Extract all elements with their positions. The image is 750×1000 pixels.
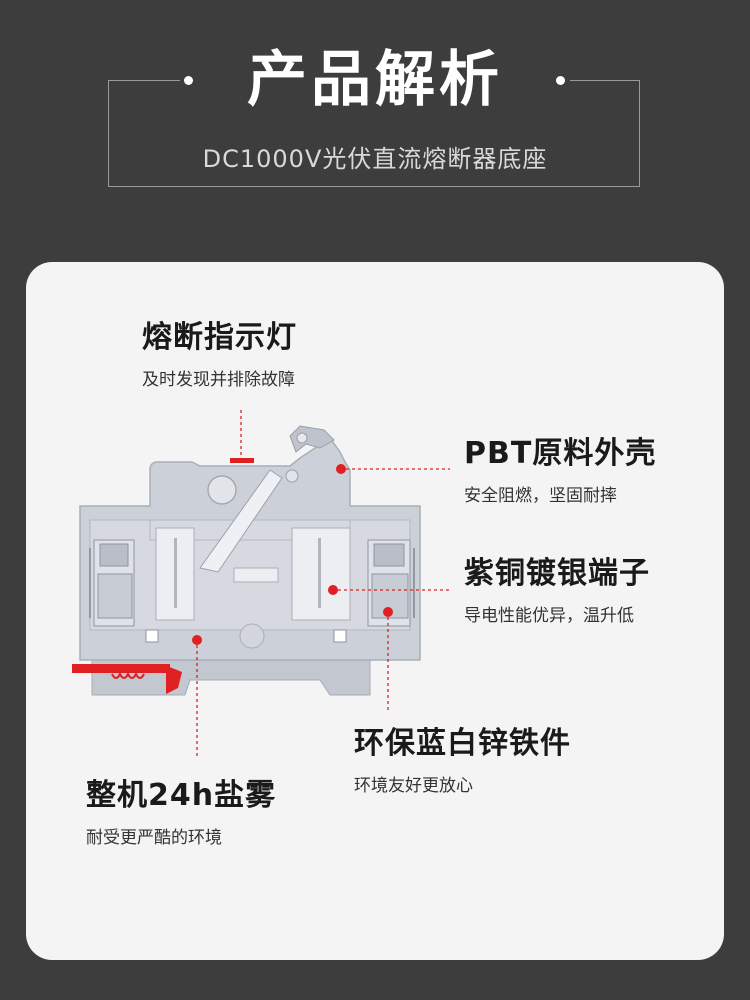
page-title: 产品解析 <box>247 45 503 115</box>
terminal-right <box>367 539 415 627</box>
fuse-slot-left <box>155 527 195 621</box>
callout-salt-spray <box>192 635 202 758</box>
square-hole-right <box>333 629 347 643</box>
feature-zinc-title: 环保蓝白锌铁件 <box>354 726 571 761</box>
feature-housing-title: PBT原料外壳 <box>464 436 657 471</box>
feature-salt-spray-title: 整机24h盐雾 <box>86 778 277 813</box>
feature-housing-desc: 安全阻燃，坚固耐摔 <box>464 486 617 506</box>
header-dot-left <box>184 76 193 85</box>
indicator-red-mark <box>230 458 254 463</box>
feature-salt-spray-desc: 耐受更严酷的环境 <box>86 828 222 848</box>
fuse-slot-right <box>233 527 351 621</box>
callout-zinc <box>383 607 393 712</box>
red-din-clip <box>72 664 182 694</box>
center-boss <box>239 623 265 649</box>
feature-indicator-title: 熔断指示灯 <box>142 320 297 355</box>
feature-indicator-desc: 及时发现并排除故障 <box>142 370 295 390</box>
terminal-left <box>89 539 135 627</box>
callout-housing <box>336 464 450 474</box>
callout-terminal <box>328 585 450 595</box>
page-subtitle: DC1000V光伏直流熔断器底座 <box>202 145 548 173</box>
square-hole-left <box>145 629 159 643</box>
header-dot-right <box>556 76 565 85</box>
feature-terminal-desc: 导电性能优异，温升低 <box>464 606 634 626</box>
feature-zinc-desc: 环境友好更放心 <box>354 776 473 796</box>
header-frame-gap <box>180 60 570 100</box>
indicator-lever <box>199 425 335 573</box>
feature-terminal-title: 紫铜镀银端子 <box>464 556 650 591</box>
